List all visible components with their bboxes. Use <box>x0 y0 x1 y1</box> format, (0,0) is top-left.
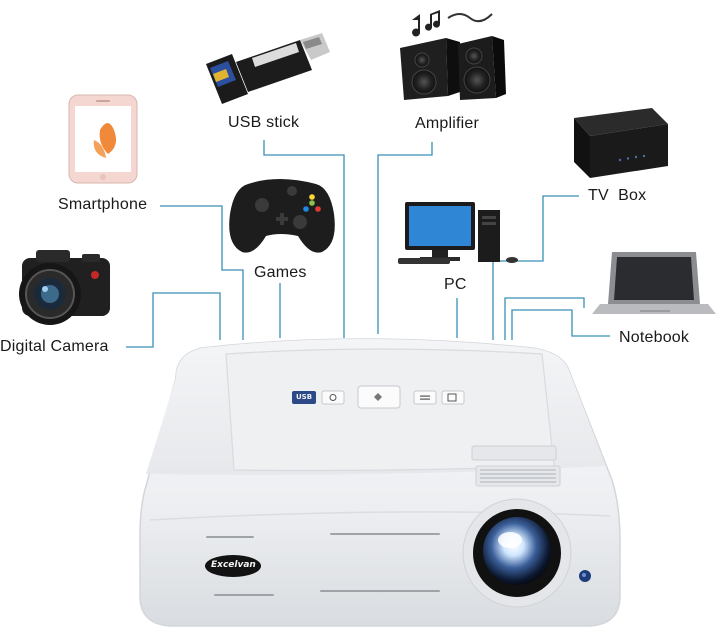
front-dots <box>206 533 440 596</box>
projector <box>139 338 621 627</box>
line-usb-stick <box>263 140 345 338</box>
lens <box>462 498 572 608</box>
line-amplifier <box>377 142 433 334</box>
connector-lines <box>126 140 610 348</box>
projector-usb-button-label: USB <box>296 393 313 401</box>
line-digital-camera <box>126 292 221 348</box>
digital-camera-icon <box>19 250 110 325</box>
vent-grille <box>471 445 561 487</box>
game-controller-icon <box>229 179 335 253</box>
line-tv-box <box>492 195 579 340</box>
amplifier-icon <box>400 10 506 100</box>
usb-stick-icon <box>206 33 330 104</box>
pc-icon <box>398 202 518 264</box>
smartphone-label: Smartphone <box>58 196 148 213</box>
projector-brand-logo: Excelvan <box>211 560 256 570</box>
line-smartphone <box>160 205 244 340</box>
pc-label: PC <box>444 276 467 293</box>
control-panel <box>292 385 465 409</box>
usb-stick-label: USB stick <box>228 114 300 131</box>
line-notebook-2 <box>511 309 610 340</box>
tv-box-label: TV Box <box>588 187 647 204</box>
digital-camera-label: Digital Camera <box>0 338 109 355</box>
amplifier-label: Amplifier <box>415 115 480 132</box>
notebook-label: Notebook <box>619 329 690 346</box>
games-label: Games <box>254 264 307 281</box>
notebook-icon <box>592 252 716 314</box>
line-notebook-1 <box>504 297 585 340</box>
tv-box-icon <box>574 108 668 178</box>
smartphone-icon <box>68 94 138 184</box>
